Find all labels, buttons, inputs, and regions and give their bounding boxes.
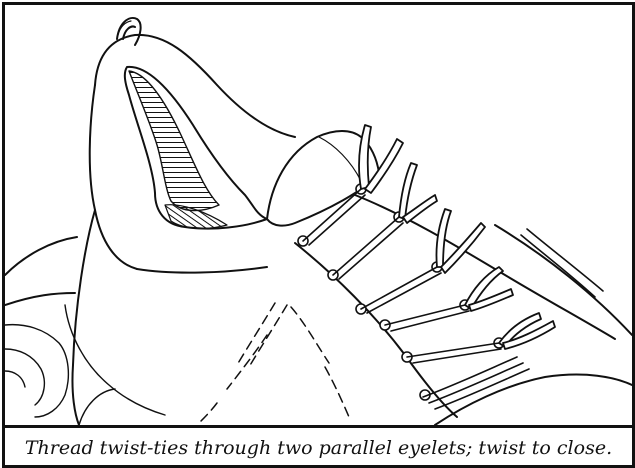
shoe-upper-outline: [5, 195, 632, 425]
twist-tie-icon: [359, 125, 555, 349]
stitching-icon: [199, 303, 349, 423]
illustration-caption: Thread twist-ties through two parallel e…: [5, 425, 632, 468]
sole-detail: [5, 305, 165, 425]
heel-tab-icon: [117, 18, 141, 45]
shoe-heel-icon: [90, 35, 295, 269]
shoe-illustration: [5, 5, 632, 425]
